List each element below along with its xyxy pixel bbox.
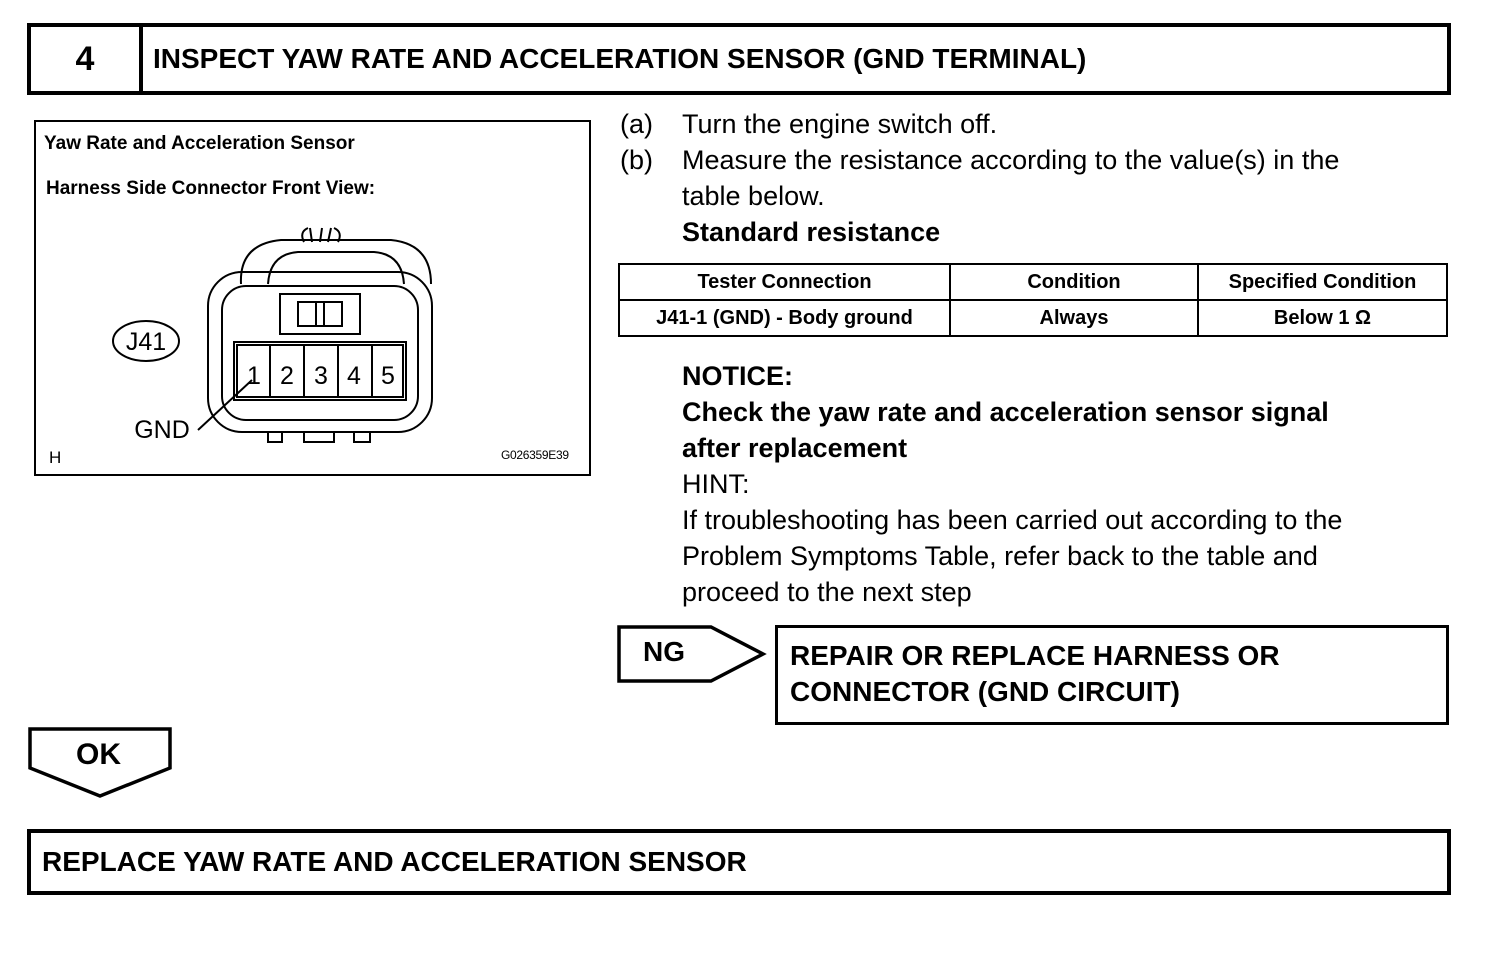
final-action-box: REPLACE YAW RATE AND ACCELERATION SENSOR [27, 829, 1451, 895]
spec-table: Tester Connection Condition Specified Co… [618, 263, 1448, 337]
gnd-label: GND [134, 416, 190, 444]
table-header: Tester Connection [618, 263, 951, 301]
notice-line-1: Check the yaw rate and acceleration sens… [682, 397, 1329, 427]
ng-result-text-line-1: REPAIR OR REPLACE HARNESS OR [790, 640, 1280, 671]
table-row: J41-1 (GND) - Body ground Always Below 1… [618, 299, 1448, 337]
figure-code: G026359E39 [501, 448, 569, 462]
notice-heading: NOTICE: [682, 361, 793, 391]
figure-corner-mark: H [49, 448, 62, 467]
pin-5: 5 [381, 362, 395, 390]
hint-heading: HINT: [682, 469, 750, 499]
hint-line-1: If troubleshooting has been carried out … [682, 505, 1343, 535]
step-b-label: (b) [620, 145, 653, 175]
standard-resistance-heading: Standard resistance [682, 217, 941, 247]
connector-id: J41 [126, 328, 166, 356]
table-cell: Always [949, 299, 1199, 337]
connector-drawing: 1 2 3 4 5 J41 GND [112, 227, 433, 444]
table-cell: J41-1 (GND) - Body ground [618, 299, 951, 337]
table-header-row: Tester Connection Condition Specified Co… [618, 263, 1448, 301]
table-header: Specified Condition [1197, 263, 1448, 301]
ok-label: OK [76, 738, 121, 771]
hint-line-2: Problem Symptoms Table, refer back to th… [682, 541, 1318, 571]
step-a-label: (a) [620, 109, 653, 139]
pin-3: 3 [314, 362, 328, 390]
pin-1: 1 [247, 362, 261, 390]
step-a-text: Turn the engine switch off. [682, 109, 998, 139]
hint-line-3: proceed to the next step [682, 577, 972, 607]
figure-title: Yaw Rate and Acceleration Sensor [44, 133, 355, 154]
step-b-text-line-1: Measure the resistance according to the … [682, 145, 1340, 175]
final-action-text: REPLACE YAW RATE AND ACCELERATION SENSOR [42, 846, 747, 877]
ok-arrow-shape [28, 727, 172, 798]
figure-subtitle: Harness Side Connector Front View: [46, 178, 376, 199]
ng-result-text-line-2: CONNECTOR (GND CIRCUIT) [790, 676, 1180, 707]
ng-label: NG [643, 636, 685, 667]
step-number: 4 [31, 27, 143, 91]
pin-2: 2 [280, 362, 294, 390]
step-header: 4 INSPECT YAW RATE AND ACCELERATION SENS… [27, 23, 1451, 95]
pin-4: 4 [347, 362, 361, 390]
connector-figure: Yaw Rate and Acceleration Sensor Harness… [34, 120, 591, 476]
table-cell: Below 1 Ω [1197, 299, 1448, 337]
ng-arrow-shape [617, 625, 767, 683]
table-header: Condition [949, 263, 1199, 301]
step-title: INSPECT YAW RATE AND ACCELERATION SENSOR… [153, 43, 1087, 74]
step-b-text-line-2: table below. [682, 181, 825, 211]
ng-result-box: REPAIR OR REPLACE HARNESS OR CONNECTOR (… [775, 625, 1449, 725]
notice-line-2: after replacement [682, 433, 908, 463]
